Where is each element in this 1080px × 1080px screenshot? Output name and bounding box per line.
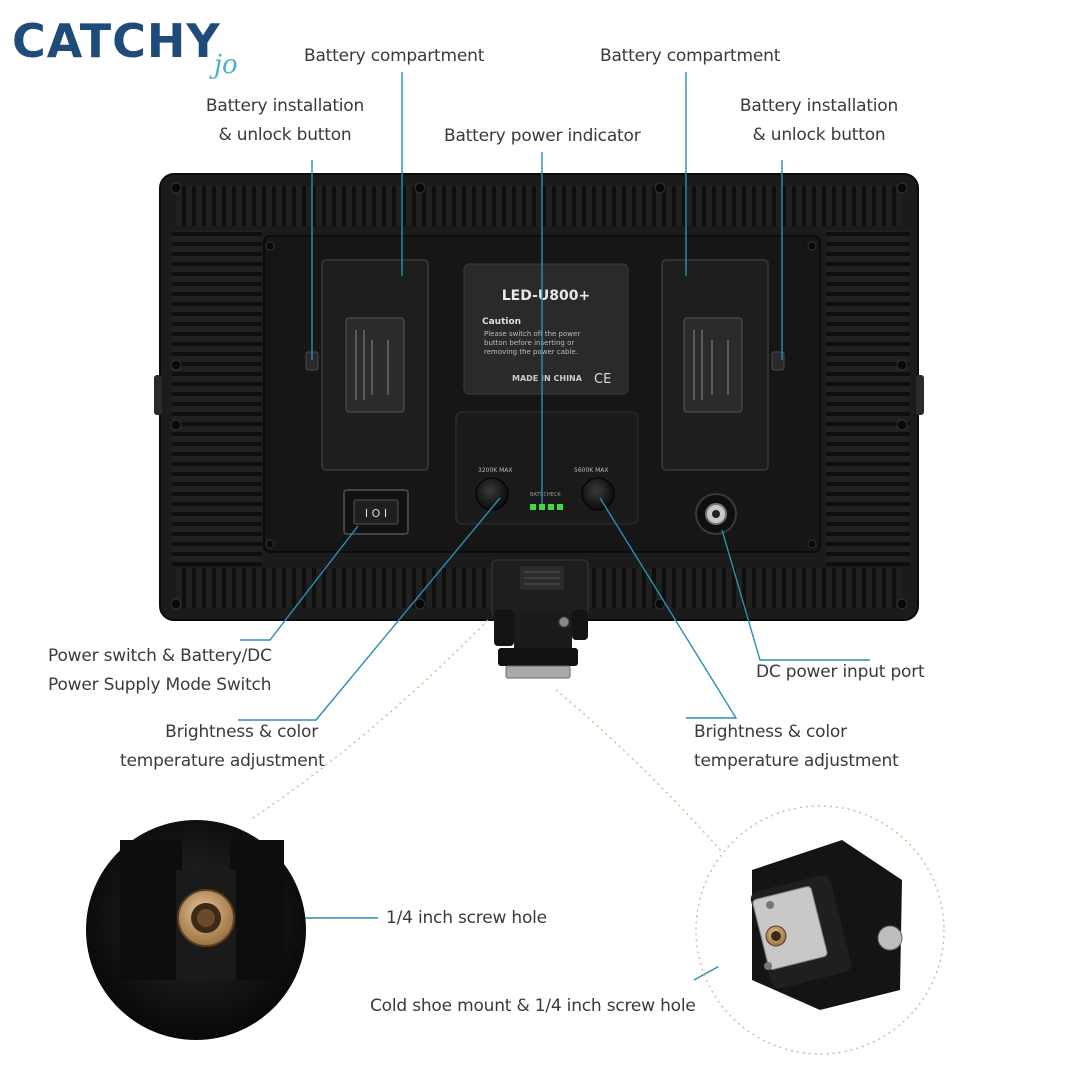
battery-indicator-leds xyxy=(530,504,563,510)
cold-shoe-mount xyxy=(491,559,589,679)
label-battery-install-right: Battery installation & unlock button xyxy=(734,92,904,150)
leader-lines xyxy=(236,72,870,981)
model-plate: LED-U800+ Caution Please switch off the … xyxy=(463,263,629,395)
caution-line-2: button before inserting or xyxy=(484,339,574,347)
label-screw-hole: 1/4 inch screw hole xyxy=(386,908,547,928)
ce-mark: CE xyxy=(594,372,611,387)
caution-line-3: removing the power cable. xyxy=(484,348,578,356)
label-battery-install-right-line2: & unlock button xyxy=(752,125,886,145)
label-battery-install-left-line2: & unlock button xyxy=(218,125,352,145)
label-brightness-right: Brightness & color temperature adjustmen… xyxy=(694,718,899,776)
label-battery-install-right-line1: Battery installation xyxy=(739,96,899,116)
label-power-switch-line1: Power switch & Battery/DC xyxy=(48,646,272,666)
made-in-label: MADE IN CHINA xyxy=(512,374,583,383)
battery-check-label: BATT.CHECK xyxy=(530,492,561,498)
label-brightness-left-line1: Brightness & color xyxy=(165,722,318,742)
led-panel-body xyxy=(154,173,924,621)
callout-screw-hole xyxy=(86,820,306,1040)
dotted-guides xyxy=(249,619,945,1055)
label-cold-shoe: Cold shoe mount & 1/4 inch screw hole xyxy=(370,996,696,1016)
label-power-switch-line2: Power Supply Mode Switch xyxy=(48,675,272,695)
label-dc-input: DC power input port xyxy=(756,662,925,682)
control-area: 3200K MAX 5600K MAX BATT.CHECK xyxy=(455,411,639,525)
label-battery-compartment-left: Battery compartment xyxy=(304,46,485,66)
label-brightness-left-line2: temperature adjustment xyxy=(120,751,325,771)
brightness-knob-right[interactable] xyxy=(581,477,615,511)
label-brightness-right-line1: Brightness & color xyxy=(694,722,847,742)
caution-title: Caution xyxy=(482,317,521,327)
label-battery-compartment-right: Battery compartment xyxy=(600,46,781,66)
label-battery-power-indicator: Battery power indicator xyxy=(444,126,641,146)
power-switch-text: I O I xyxy=(365,507,387,520)
battery-compartment-left xyxy=(305,259,429,471)
label-power-switch: Power switch & Battery/DC Power Supply M… xyxy=(48,642,272,700)
label-battery-install-left: Battery installation & unlock button xyxy=(200,92,370,150)
dc-power-port[interactable] xyxy=(695,493,737,535)
unlock-button-right xyxy=(771,351,785,371)
label-brightness-left: Brightness & color temperature adjustmen… xyxy=(120,718,325,776)
model-name: LED-U800+ xyxy=(502,288,591,304)
power-switch[interactable]: I O I xyxy=(343,489,409,535)
knob-left-label: 3200K MAX xyxy=(478,467,513,474)
battery-compartment-right xyxy=(661,259,785,471)
label-battery-install-left-line1: Battery installation xyxy=(205,96,365,116)
brightness-knob-left[interactable] xyxy=(475,477,509,511)
brand-logo: CATCHY xyxy=(12,14,221,68)
label-brightness-right-line2: temperature adjustment xyxy=(694,751,899,771)
brand-logo-sub: jo xyxy=(214,50,238,80)
caution-line-1: Please switch off the power xyxy=(484,330,580,338)
knob-right-label: 5600K MAX xyxy=(574,467,609,474)
callout-cold-shoe xyxy=(712,822,928,1038)
